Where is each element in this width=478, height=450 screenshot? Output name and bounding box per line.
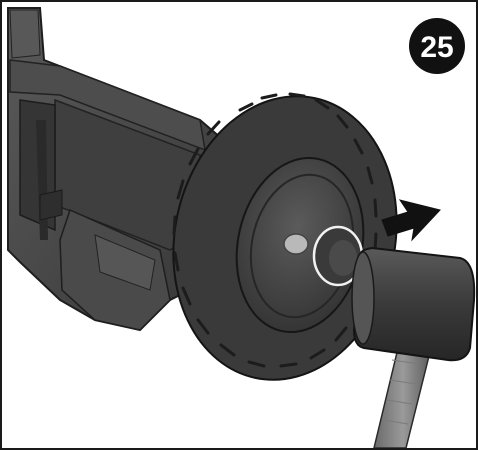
axle: [283, 233, 309, 255]
step-number: 25: [420, 31, 453, 64]
direction-arrow-icon: [381, 199, 441, 242]
step-number-badge: 25: [409, 18, 465, 74]
tire-tread: [172, 92, 378, 368]
rubber-mallet: [351, 246, 476, 449]
mallet-head: [352, 246, 476, 362]
